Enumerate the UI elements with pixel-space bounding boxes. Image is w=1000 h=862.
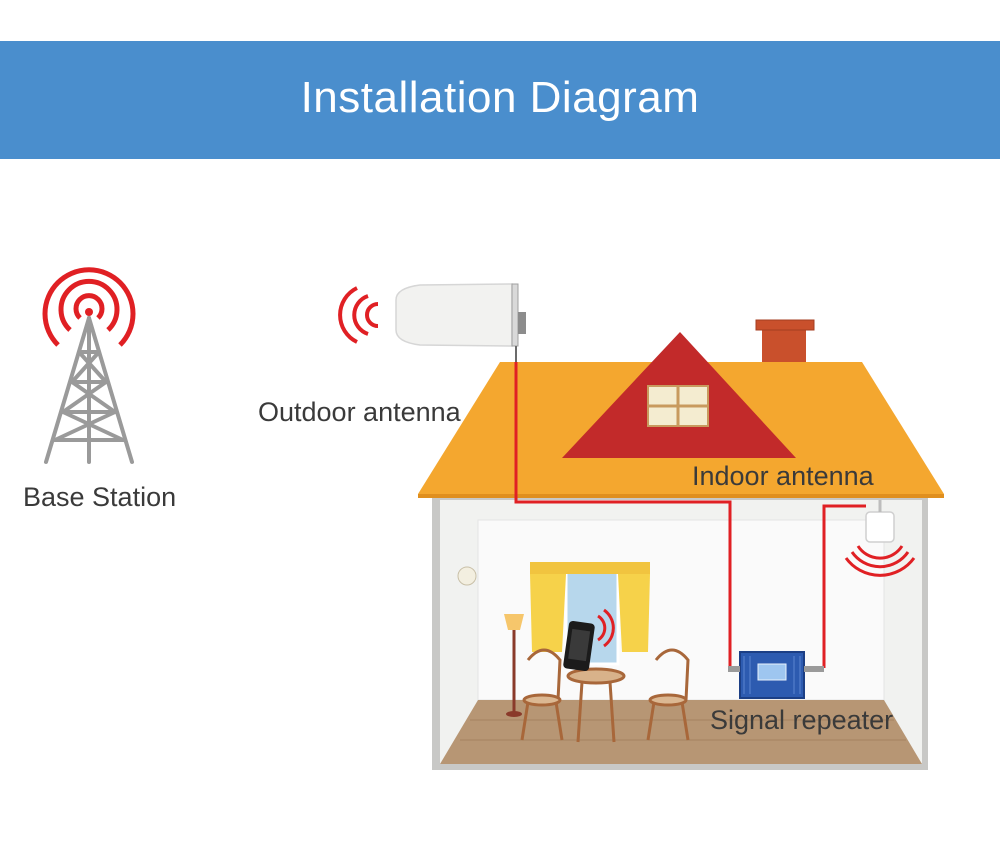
outdoor-antenna-label: Outdoor antenna <box>258 397 461 427</box>
outdoor-antenna-icon <box>395 283 526 365</box>
chimney <box>762 326 806 366</box>
base-station-label: Base Station <box>23 482 177 512</box>
cell-tower-icon <box>42 267 136 464</box>
coax-cables <box>514 362 866 668</box>
table-and-chairs <box>520 648 690 743</box>
floor <box>440 700 922 764</box>
phone-signal-icon <box>597 608 615 648</box>
phone-icon <box>563 620 595 672</box>
page-title: Installation Diagram <box>300 73 700 122</box>
floor-lamp <box>504 614 524 717</box>
header-banner: Installation Diagram <box>0 41 1000 159</box>
signal-repeater-label: Signal repeater <box>710 705 894 735</box>
outdoor-antenna-signal-icon <box>338 286 379 344</box>
signal-repeater-icon <box>728 651 824 699</box>
indoor-antenna-label: Indoor antenna <box>692 461 874 491</box>
tower-signal-waves-icon <box>42 267 136 347</box>
wall-lamp <box>457 566 477 586</box>
indoor-antenna-signal-icon <box>844 545 916 577</box>
indoor-antenna-icon <box>865 500 895 543</box>
